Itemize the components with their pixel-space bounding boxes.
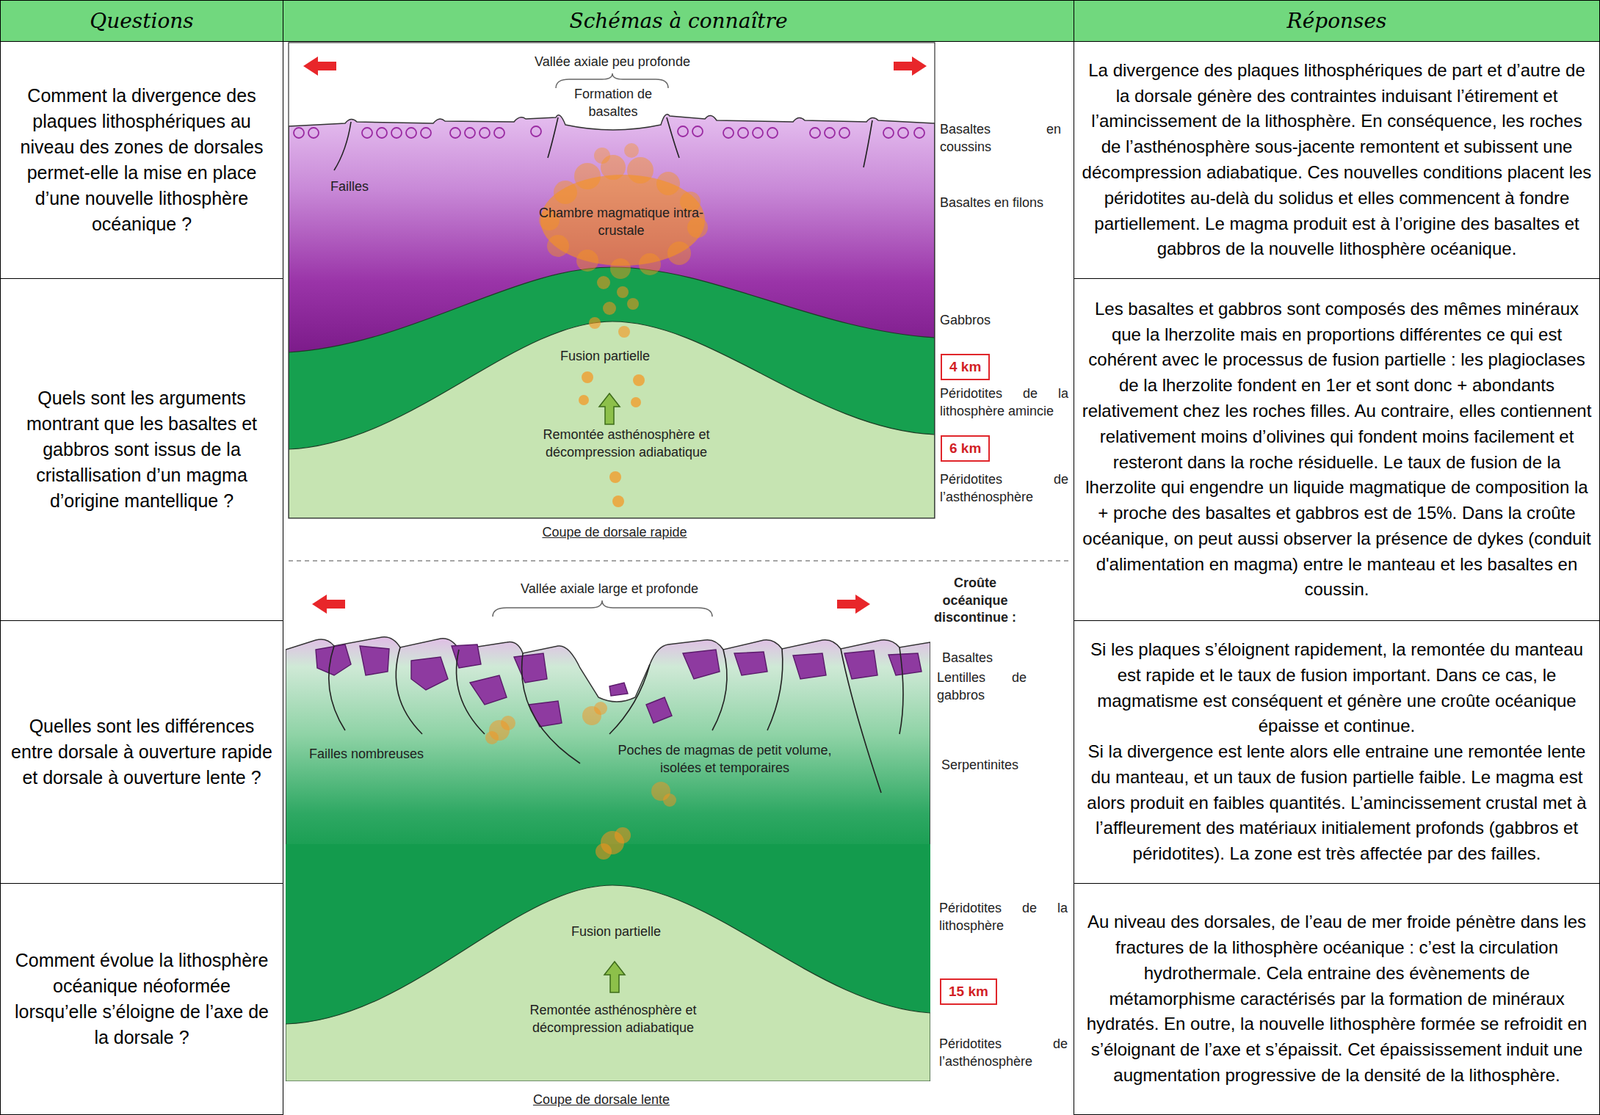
answer-cell: Si les plaques s’éloignent rapidement, l…	[1073, 620, 1600, 885]
diagram-label: Serpentinites	[941, 756, 1019, 774]
answer-text: Si la divergence est lente alors elle en…	[1081, 739, 1592, 868]
diagram-label: Vallée axiale peu profonde	[502, 52, 723, 71]
depth-box: 15 km	[939, 978, 998, 1006]
diagram-label: Péridotites de la lithosphère	[939, 899, 1068, 935]
figure-caption: Coupe de dorsale rapide	[497, 523, 733, 542]
question-text: Quels sont les arguments montrant que le…	[11, 385, 273, 514]
answer-cell: Au niveau des dorsales, de l’eau de mer …	[1073, 883, 1600, 1115]
diagram-label: Formation de basaltes	[558, 85, 669, 121]
question-text: Quelles sont les différences entre dorsa…	[11, 713, 273, 791]
answer-text: Les basaltes et gabbros sont composés de…	[1081, 296, 1592, 604]
answer-text: Si les plaques s’éloignent rapidement, l…	[1081, 637, 1592, 740]
diagram-label: Lentilles de gabbros	[936, 668, 1027, 705]
diagram-label: Péridotites de l’asthénosphère	[939, 1035, 1068, 1071]
diagram-label: Failles nombreuses	[292, 745, 440, 763]
question-cell: Quels sont les arguments montrant que le…	[0, 278, 284, 622]
depth-label: 6 km	[949, 440, 982, 457]
slow-ridge-section	[285, 594, 931, 1082]
diagram-label: Chambre magmatique intra-crustale	[536, 204, 706, 240]
diagram-label: Péridotites de la lithosphère amincie	[939, 384, 1069, 421]
diagram-label: Basaltes en filons	[939, 193, 1062, 212]
diagram-label: Basaltes	[942, 649, 993, 667]
diagram-label: Poches de magmas de petit volume, isolée…	[613, 741, 838, 777]
question-cell: Comment la divergence des plaques lithos…	[0, 41, 284, 280]
header-cell: Questions	[0, 0, 284, 42]
fast-ridge-section	[288, 42, 935, 519]
diagram-label: Remontée asthénosphère et décompression …	[529, 1001, 697, 1037]
diagram-label: Fusion partielle	[542, 922, 690, 941]
question-cell: Quelles sont les différences entre dorsa…	[0, 620, 284, 885]
depth-label: 15 km	[948, 983, 989, 1001]
figure-caption: Coupe de dorsale lente	[483, 1091, 719, 1109]
header-text: Réponses	[1287, 8, 1388, 34]
diagram-label: Fusion partielle	[531, 347, 679, 365]
depth-box: 4 km	[940, 353, 990, 381]
diagram-label: Failles	[330, 177, 369, 196]
answer-cell: Les basaltes et gabbros sont composés de…	[1073, 278, 1600, 622]
question-cell: Comment évolue la lithosphère océanique …	[0, 883, 284, 1115]
answer-cell: La divergence des plaques lithosphérique…	[1073, 41, 1600, 280]
diagram-label: Croûte océanique discontinue :	[922, 574, 1029, 628]
diagram-label: Gabbros	[939, 311, 991, 329]
header-text: Schémas à connaître	[569, 8, 788, 34]
depth-box: 6 km	[940, 435, 990, 462]
diagram-label: Péridotites de l’asthénosphère	[939, 470, 1069, 506]
answer-text: Au niveau des dorsales, de l’eau de mer …	[1081, 909, 1592, 1089]
header-text: Questions	[89, 8, 194, 34]
diagram-label: Remontée asthénosphère et décompression …	[530, 425, 722, 462]
diagram-label: Vallée axiale large et profonde	[491, 580, 727, 598]
diagram-label: Basaltes en coussins	[939, 120, 1062, 156]
header-cell: Réponses	[1073, 0, 1600, 42]
depth-label: 4 km	[949, 359, 982, 376]
header-cell: Schémas à connaître	[282, 0, 1075, 42]
question-text: Comment évolue la lithosphère océanique …	[11, 947, 273, 1051]
question-text: Comment la divergence des plaques lithos…	[11, 82, 273, 238]
answer-text: La divergence des plaques lithosphérique…	[1081, 58, 1592, 263]
